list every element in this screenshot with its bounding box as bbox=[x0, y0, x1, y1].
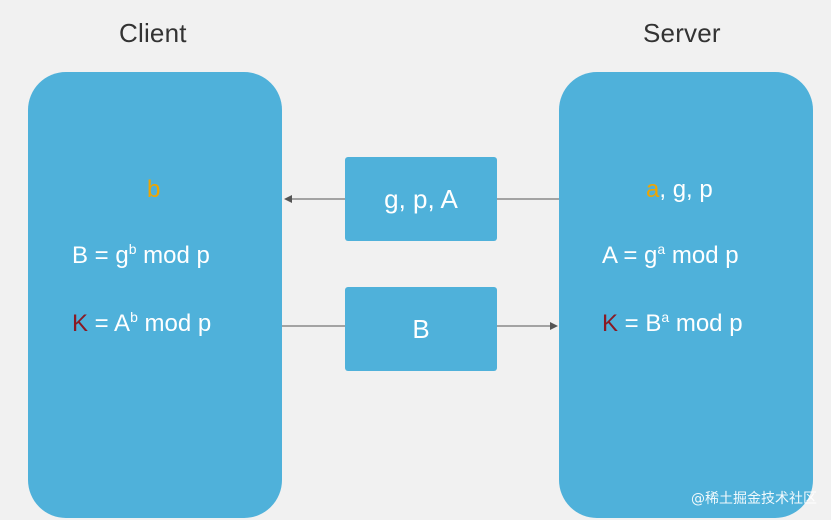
server-eq1-exponent: a bbox=[657, 241, 666, 257]
client-equation-public: B = gb mod p bbox=[72, 242, 210, 270]
client-secret: b bbox=[147, 176, 160, 204]
client-key-symbol: K bbox=[72, 310, 89, 337]
server-title: Server bbox=[643, 18, 721, 48]
server-eq1-lhs: A bbox=[602, 242, 617, 269]
message-box-server-to-client: g, p, A bbox=[345, 157, 497, 241]
client-eq1-op: = g bbox=[88, 242, 129, 269]
server-panel bbox=[559, 72, 813, 518]
server-eq2-exponent: a bbox=[661, 309, 670, 325]
client-eq1-exponent: b bbox=[128, 241, 137, 257]
server-secret-value: a bbox=[646, 176, 660, 203]
server-eq1-rest: mod p bbox=[665, 242, 739, 269]
message-label-server-to-client: g, p, A bbox=[384, 183, 458, 214]
message-label-client-to-server: B bbox=[412, 313, 430, 344]
client-panel bbox=[28, 72, 282, 518]
server-eq1-op: = g bbox=[616, 242, 658, 269]
watermark: @稀土掘金技术社区 bbox=[691, 491, 817, 507]
server-secret: a, g, p bbox=[646, 176, 713, 204]
server-equation-public: A = ga mod p bbox=[602, 242, 739, 270]
server-key-symbol: K bbox=[602, 310, 619, 337]
client-eq1-rest: mod p bbox=[136, 242, 210, 269]
server-eq2-rest: mod p bbox=[669, 310, 743, 337]
client-eq2-op: = A bbox=[88, 310, 131, 337]
server-secret-rest: , g, p bbox=[659, 176, 713, 203]
client-secret-value: b bbox=[147, 176, 161, 203]
client-eq2-rest: mod p bbox=[137, 310, 212, 337]
client-eq1-lhs: B bbox=[72, 242, 89, 269]
client-eq2-exponent: b bbox=[130, 309, 138, 325]
server-eq2-op: = B bbox=[618, 310, 662, 337]
server-equation-key: K = Ba mod p bbox=[602, 310, 743, 338]
client-equation-key: K = Ab mod p bbox=[72, 310, 211, 338]
message-box-client-to-server: B bbox=[345, 287, 497, 371]
client-title: Client bbox=[119, 18, 187, 48]
